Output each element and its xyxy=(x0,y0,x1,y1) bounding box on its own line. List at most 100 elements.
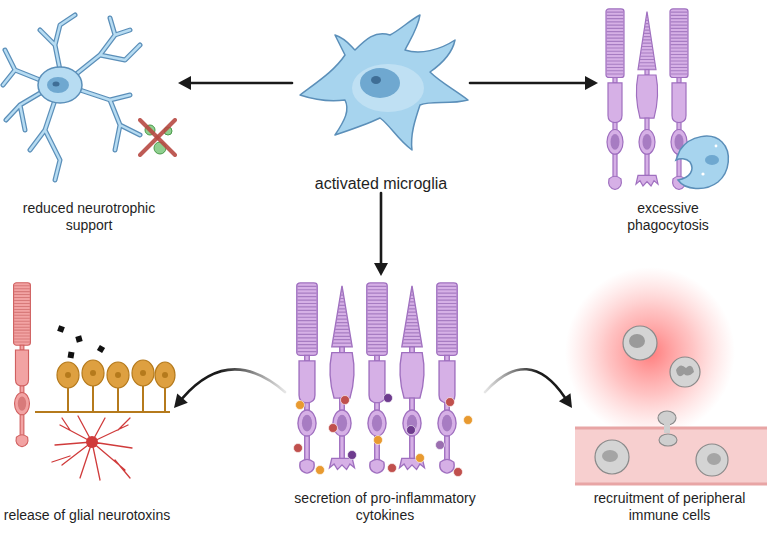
neurotoxin-scene-part-part xyxy=(68,352,75,359)
neurotoxin-scene-part xyxy=(57,325,105,358)
cytokines-part xyxy=(316,466,325,475)
neurotoxin-scene-part-part xyxy=(52,416,132,480)
caption: reduced neurotrophic support xyxy=(0,200,178,234)
cytokines-part xyxy=(384,394,393,403)
neurotoxin-scene-part xyxy=(35,386,170,412)
immune-recruitment-part xyxy=(707,453,721,465)
neurotoxin-scene-part-part xyxy=(107,362,129,388)
caption: secretion of pro-inflammatory cytokines xyxy=(285,490,485,524)
photoreceptors-part xyxy=(670,9,688,190)
neurotoxin-scene-part-part xyxy=(162,372,168,378)
immune-recruitment-part xyxy=(696,444,728,476)
ramified-microglia-part xyxy=(53,82,60,87)
ramified-microglia-part xyxy=(47,77,69,93)
immune-recruitment-part xyxy=(670,357,700,387)
neurotoxin-scene-part-part xyxy=(57,325,65,333)
arrow-connector xyxy=(178,76,292,90)
neurotrophic-factors xyxy=(140,120,175,155)
illustrated-panel: excessive phagocytosis xyxy=(598,8,738,234)
cytokines-part xyxy=(454,468,463,477)
activated-microglia-cell-part xyxy=(300,15,468,150)
photoreceptor-row-part xyxy=(400,286,425,470)
cytokines-part xyxy=(446,398,455,407)
immune-recruitment-part xyxy=(575,483,767,486)
neurotrophic-factors-part xyxy=(140,120,175,155)
neurotoxin-scene-part-part xyxy=(82,360,104,386)
photoreceptor-row-part xyxy=(330,286,355,470)
neurotoxin-scene xyxy=(14,283,175,480)
immune-recruitment xyxy=(565,267,767,484)
caption-group: recruitment of peripheral immune cells xyxy=(572,490,767,524)
connector-line xyxy=(485,369,565,397)
ramified-microglia xyxy=(3,15,140,180)
neurotoxin-scene-part xyxy=(57,360,175,388)
photoreceptors xyxy=(606,9,688,190)
neurotoxin-scene-part-part xyxy=(68,386,165,412)
photoreceptor-row-part xyxy=(367,283,387,473)
cytokines-part xyxy=(294,444,303,453)
immune-recruitment-part xyxy=(676,365,694,376)
arrow-connector xyxy=(485,369,572,408)
immune-recruitment-part xyxy=(629,334,645,348)
arrowhead xyxy=(178,76,191,90)
neurotoxin-scene-part xyxy=(52,416,132,480)
cytokines-part xyxy=(374,436,383,445)
immune-recruitment-part xyxy=(602,450,618,462)
ramified-microglia-part xyxy=(3,15,140,180)
illustrated-panel: secretion of pro-inflammatory cytokines xyxy=(285,276,485,524)
neurotoxin-scene-part-part xyxy=(132,360,154,386)
neurotoxin-scene-part-part xyxy=(75,335,82,342)
illustrated-panel: activated microglia xyxy=(292,5,470,193)
caption: excessive phagocytosis xyxy=(598,200,738,234)
neurotoxin-scene-part-part xyxy=(97,345,105,353)
immune-recruitment-part xyxy=(658,411,676,425)
neurotoxin-scene-part-part xyxy=(65,372,71,378)
phagocytic-microglia-part xyxy=(676,136,728,188)
cytokines-part xyxy=(388,464,397,473)
immune-recruitment-part xyxy=(664,423,670,433)
photoreceptor-row xyxy=(297,283,457,473)
caption: recruitment of peripheral immune cells xyxy=(572,490,767,524)
cytokines-part xyxy=(329,424,338,433)
immune-recruitment-part xyxy=(565,267,735,437)
cytokines-part xyxy=(464,416,473,425)
arrow-connector xyxy=(374,193,388,276)
neurotrophic-factors-part xyxy=(140,120,175,155)
immune-recruitment-part xyxy=(575,427,767,430)
arrowhead xyxy=(585,76,598,90)
arrow-connector xyxy=(470,76,598,90)
caption-group: activated microglia xyxy=(292,174,470,193)
illustrated-panel: reduced neurotrophic support xyxy=(0,10,178,234)
cytokines-part xyxy=(436,441,445,450)
phagocytic-microglia-part xyxy=(701,172,704,175)
neurotoxin-scene-part xyxy=(14,283,31,447)
activated-microglia-cell-part xyxy=(352,64,424,112)
neurotoxin-scene-part-part xyxy=(115,372,121,378)
caption-group: reduced neurotrophic support xyxy=(0,200,178,234)
phagocytic-microglia-part xyxy=(705,155,719,165)
activated-microglia-cell-part xyxy=(371,76,381,84)
arrowhead xyxy=(174,394,188,408)
arrowhead xyxy=(559,393,572,408)
ramified-microglia-part xyxy=(38,67,82,103)
neurotoxin-scene-part-part xyxy=(90,370,96,376)
illustrated-panel: recruitment of peripheral immune cells xyxy=(572,280,767,524)
arrow-connector xyxy=(174,369,285,408)
neurotoxin-scene-part xyxy=(86,436,98,448)
caption-group: release of glial neurotoxins xyxy=(0,507,174,524)
cytokines-part xyxy=(341,396,350,405)
cytokines xyxy=(294,394,473,477)
cytokines-part xyxy=(416,454,425,463)
connector-line xyxy=(191,82,292,85)
connector-line xyxy=(183,369,285,398)
illustrated-panel: release of glial neurotoxins xyxy=(0,278,174,524)
immune-recruitment-part xyxy=(623,326,657,360)
arrowhead xyxy=(374,263,388,276)
immune-recruitment-part xyxy=(575,428,767,484)
connector-line xyxy=(380,193,383,263)
neurotoxin-scene-part-part xyxy=(57,362,79,388)
caption: release of glial neurotoxins xyxy=(0,507,174,524)
caption-group: excessive phagocytosis xyxy=(598,200,738,234)
